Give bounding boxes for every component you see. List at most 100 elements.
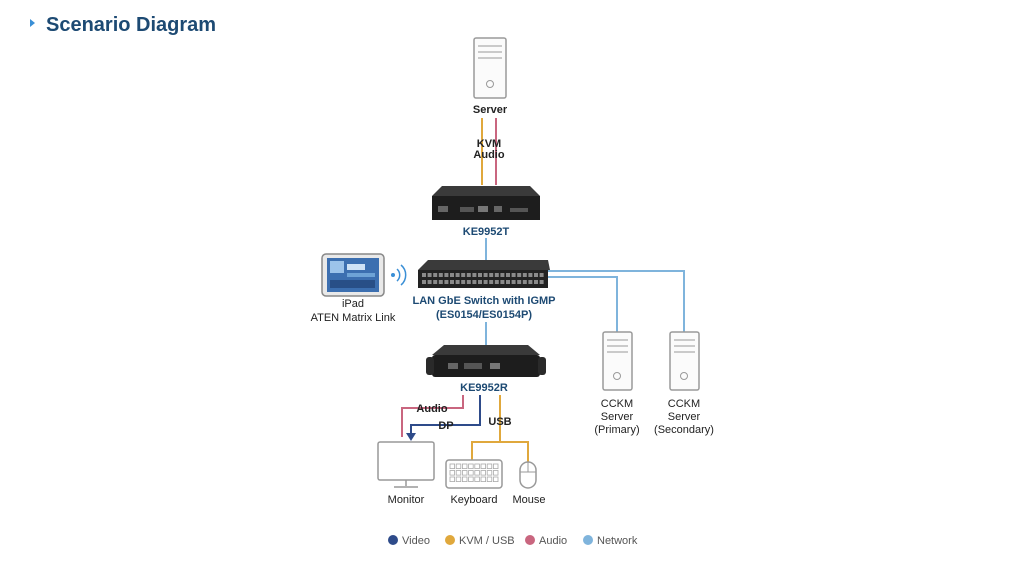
- switch-port: [494, 273, 499, 277]
- network-line-cckm-primary: [545, 276, 618, 332]
- mouse-label: Mouse: [512, 494, 545, 506]
- legend-dot-kvm-usb: [445, 535, 455, 545]
- legend-item-audio: Audio: [525, 535, 567, 547]
- switch-port: [433, 273, 438, 277]
- cckm-primary-line3: (Primary): [594, 424, 639, 436]
- switch-port: [511, 280, 516, 284]
- switch-port: [450, 280, 454, 284]
- keyboard-key: [461, 476, 468, 482]
- keyboard-key: [455, 476, 462, 482]
- legend-item-network: Network: [583, 535, 638, 547]
- switch-port: [483, 273, 488, 277]
- kvm-label: KVM: [477, 138, 501, 150]
- ipad-label-line2: ATEN Matrix Link: [311, 312, 396, 324]
- legend-dot-network: [583, 535, 593, 545]
- keyboard-key: [474, 476, 480, 482]
- switch-port: [461, 273, 466, 277]
- keyboard-key: [486, 476, 493, 482]
- usb-line-mouse: [500, 441, 529, 462]
- switch-port: [422, 280, 426, 284]
- switch-port: [506, 273, 510, 277]
- legend-label-network: Network: [597, 535, 638, 547]
- switch-label-line1: LAN GbE Switch with IGMP: [413, 295, 556, 307]
- ke9952r-label: KE9952R: [460, 382, 508, 394]
- switch-port: [466, 273, 471, 277]
- keyboard-key: [486, 463, 493, 469]
- legend-item-kvm-usb: KVM / USB: [445, 535, 515, 547]
- keyboard-key: [449, 476, 455, 482]
- switch-port: [472, 273, 477, 277]
- cckm-secondary-line3: (Secondary): [654, 424, 714, 436]
- switch-port: [500, 280, 505, 284]
- keyboard-key: [449, 463, 455, 469]
- monitor-icon: [377, 441, 435, 488]
- switch-port: [511, 273, 516, 277]
- ipad-icon: [321, 253, 385, 297]
- lan-switch-icon: [418, 260, 550, 288]
- switch-label-line2: (ES0154/ES0154P): [436, 309, 532, 321]
- switch-port: [478, 280, 482, 284]
- page-title: Scenario Diagram: [46, 14, 217, 36]
- switch-port: [427, 280, 432, 284]
- cckm-secondary-line2: Server: [668, 411, 701, 423]
- cckm-primary-server-icon: [602, 331, 633, 391]
- switch-port: [472, 280, 477, 284]
- switch-port: [438, 273, 443, 277]
- ke9952t-label: KE9952T: [463, 226, 510, 238]
- legend-dot-audio: [525, 535, 535, 545]
- network-line-cckm-secondary: [545, 270, 685, 332]
- legend-label-audio: Audio: [539, 535, 567, 547]
- mouse-icon: [519, 461, 537, 489]
- switch-port: [522, 280, 527, 284]
- ke9952r-device-icon: [426, 345, 546, 377]
- keyboard-key: [480, 470, 486, 476]
- audio-top-label: Audio: [473, 149, 504, 161]
- keyboard-key: [486, 470, 493, 476]
- switch-port: [444, 280, 449, 284]
- usb-line: [471, 395, 501, 460]
- keyboard-key: [474, 470, 480, 476]
- keyboard-key: [492, 463, 499, 469]
- switch-port: [455, 273, 460, 277]
- switch-port: [494, 280, 499, 284]
- switch-port: [534, 273, 538, 277]
- switch-port: [438, 280, 443, 284]
- switch-port: [517, 273, 522, 277]
- keyboard-key: [492, 476, 499, 482]
- switch-port: [528, 273, 533, 277]
- server-icon: [473, 37, 507, 99]
- keyboard-key: [492, 470, 499, 476]
- switch-port: [500, 273, 505, 277]
- title-bullet-icon: [30, 19, 35, 27]
- switch-port: [522, 273, 527, 277]
- switch-port: [506, 280, 510, 284]
- keyboard-key: [461, 463, 468, 469]
- keyboard-key: [449, 470, 455, 476]
- legend-label-video: Video: [402, 535, 430, 547]
- keyboard-key: [468, 476, 474, 482]
- cckm-primary-line1: CCKM: [601, 398, 633, 410]
- keyboard-key: [468, 470, 474, 476]
- cckm-secondary-line1: CCKM: [668, 398, 700, 410]
- dp-arrow-icon: [406, 433, 416, 441]
- switch-port: [427, 273, 432, 277]
- switch-port: [466, 280, 471, 284]
- keyboard-label: Keyboard: [450, 494, 497, 506]
- switch-port: [534, 280, 538, 284]
- keyboard-key: [461, 470, 468, 476]
- keyboard-key: [474, 463, 480, 469]
- monitor-label: Monitor: [388, 494, 425, 506]
- video-line-dp: [410, 395, 481, 435]
- ke9952t-device-icon: [432, 186, 540, 220]
- switch-port: [455, 280, 460, 284]
- switch-port: [422, 273, 426, 277]
- legend-label-kvm-usb: KVM / USB: [459, 535, 515, 547]
- audio-line-bottom: [401, 395, 464, 437]
- keyboard-key: [455, 470, 462, 476]
- keyboard-key: [480, 476, 486, 482]
- legend-item-video: Video: [388, 535, 430, 547]
- switch-port: [539, 280, 544, 284]
- switch-port: [483, 280, 488, 284]
- switch-port: [489, 273, 494, 277]
- switch-port: [444, 273, 449, 277]
